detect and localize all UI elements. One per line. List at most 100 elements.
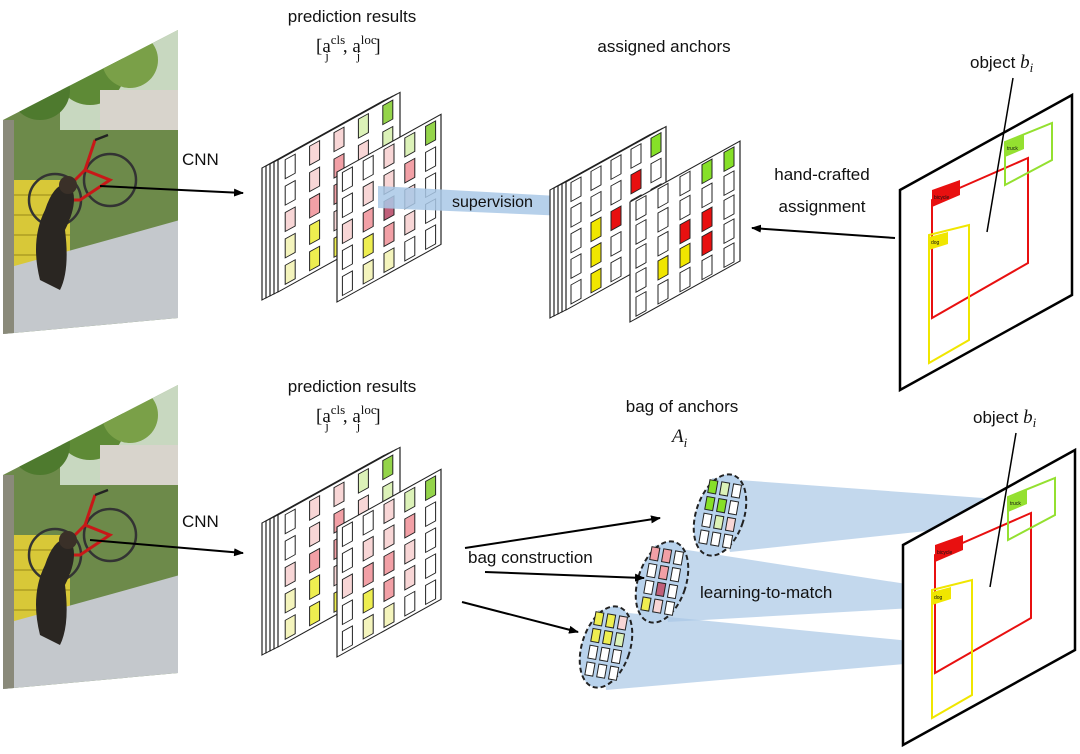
anchor-cell xyxy=(309,494,321,521)
anchor-cell xyxy=(333,126,345,153)
anchor-cell xyxy=(630,168,642,195)
anchor-cell xyxy=(284,587,296,614)
match-beam-3 xyxy=(598,610,950,690)
anchor-cell xyxy=(309,166,321,193)
anchor-cell xyxy=(341,625,353,652)
anchor-cell xyxy=(610,648,623,665)
anchor-cell xyxy=(383,221,395,248)
anchor-cell xyxy=(284,613,296,641)
anchor-cell xyxy=(425,579,437,606)
anchor-cell xyxy=(657,206,669,233)
prediction-feature-maps xyxy=(261,446,442,658)
anchor-cell xyxy=(362,154,374,181)
anchor-cell xyxy=(587,644,599,660)
match-beam-2 xyxy=(655,545,948,622)
object-label: object bi xyxy=(970,52,1034,75)
anchor-cell xyxy=(284,534,296,561)
anchor-cell xyxy=(382,454,394,481)
anchor-bag-1 xyxy=(692,473,748,557)
object-label: object bi xyxy=(973,407,1037,430)
anchor-cell xyxy=(383,143,395,170)
anchor-cell xyxy=(362,509,374,536)
anchor-cell xyxy=(362,613,374,640)
anchor-cell xyxy=(613,632,626,648)
cnn-arrow xyxy=(99,185,244,197)
anchor-cell xyxy=(309,521,321,548)
anchor-cell xyxy=(643,579,655,595)
anchor-cell xyxy=(724,516,737,533)
anchor-cell xyxy=(650,131,662,158)
prediction-feature-maps xyxy=(261,91,442,303)
anchor-cell xyxy=(425,120,437,147)
anchor-cell xyxy=(341,521,353,548)
learning-to-match-label: learning-to-match xyxy=(700,583,832,602)
anchor-cell xyxy=(635,242,647,269)
dog-tag xyxy=(929,232,948,250)
match-beam-1 xyxy=(712,478,1010,552)
anchor-cell xyxy=(590,190,602,217)
assignment-label-line1: hand-crafted xyxy=(774,165,869,184)
anchor-cell xyxy=(640,596,652,612)
anchor-cell xyxy=(570,278,582,305)
anchor-bag-3 xyxy=(578,605,634,689)
anchor-cell xyxy=(718,481,731,497)
anchor-cell xyxy=(284,232,296,259)
anchor-cell xyxy=(679,242,691,269)
anchor-cell xyxy=(341,244,353,271)
bicycle-box xyxy=(931,156,1029,320)
anchor-cell xyxy=(679,194,691,221)
anchor-cell xyxy=(666,583,679,600)
anchor-cell xyxy=(590,267,602,294)
bicycle-tag-label: bicycle xyxy=(934,195,950,201)
anchor-cell xyxy=(672,550,685,566)
anchor-cell xyxy=(610,154,622,181)
bag-construction-label: bag construction xyxy=(468,548,593,567)
anchor-cell xyxy=(357,467,369,494)
anchor-cell xyxy=(590,216,602,243)
anchor-cell xyxy=(341,218,353,245)
anchor-cell xyxy=(713,514,725,531)
assignment-arrow xyxy=(751,224,896,239)
anchor-cell xyxy=(655,581,667,598)
anchor-cell xyxy=(284,508,296,535)
assigned-anchor-maps xyxy=(549,125,741,323)
truck-tag-label: truck xyxy=(1007,146,1018,152)
bicycle-tag-label: bicycle xyxy=(937,550,953,556)
bag-arrow-3 xyxy=(461,601,579,634)
anchor-cell xyxy=(657,278,669,305)
anchor-cell xyxy=(309,574,321,601)
anchor-cell xyxy=(570,253,582,280)
anchor-cell xyxy=(284,179,296,206)
bag-arrow-1 xyxy=(464,515,661,549)
anchor-cell xyxy=(284,206,296,233)
bag-of-anchors-title: bag of anchors xyxy=(626,397,738,416)
anchor-cell xyxy=(570,201,582,228)
truck-tag xyxy=(1005,135,1024,157)
supervision-label: supervision xyxy=(452,194,533,211)
anchor-cell xyxy=(602,629,614,646)
assignment-label-line2: assignment xyxy=(779,197,866,216)
anchor-cell xyxy=(404,590,416,617)
anchor-cell xyxy=(590,165,602,192)
bicycle-tag xyxy=(932,180,960,207)
anchor-cell xyxy=(341,166,353,193)
anchor-cell xyxy=(716,497,728,514)
object-pointer-line xyxy=(986,77,1014,233)
truck-box xyxy=(1007,476,1056,542)
bag-variable: Ai xyxy=(670,426,688,450)
anchor-cell xyxy=(382,99,394,126)
anchor-cell xyxy=(404,486,416,513)
anchor-cell xyxy=(425,501,437,528)
anchor-cell xyxy=(570,176,582,203)
anchor-cell xyxy=(425,553,437,580)
anchor-cell xyxy=(404,512,416,539)
anchor-cell xyxy=(669,567,682,583)
anchor-cell xyxy=(309,139,321,166)
anchor-cell xyxy=(284,561,296,588)
anchor-cell xyxy=(723,194,735,221)
anchor-cell xyxy=(679,266,691,293)
